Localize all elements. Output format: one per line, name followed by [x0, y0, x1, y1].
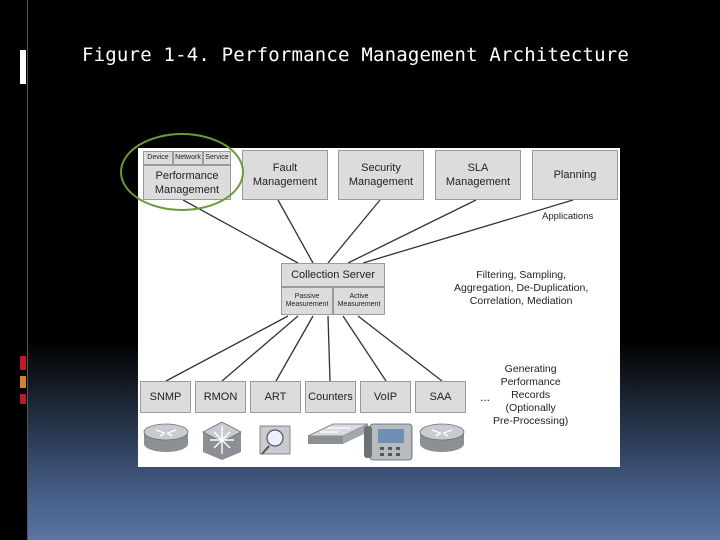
- applications-label: Applications: [542, 211, 594, 222]
- slide-title: Figure 1-4. Performance Management Archi…: [82, 44, 630, 66]
- accent-block-top: [20, 50, 26, 84]
- counters-box: Counters: [305, 381, 356, 413]
- accent-block-red-2: [20, 394, 26, 404]
- highlight-ellipse: [120, 133, 244, 211]
- generating-records-text: Generating Performance Records (Optional…: [493, 363, 569, 427]
- saa-box: SAA: [415, 381, 466, 413]
- fault-management-box: Fault Management: [242, 150, 328, 200]
- voip-box: VoIP: [360, 381, 411, 413]
- side-bar-edge: [27, 0, 28, 540]
- accent-block-orange: [20, 376, 26, 388]
- sla-management-box: SLA Management: [435, 150, 521, 200]
- router-icon: [419, 423, 465, 452]
- collection-server-box: Collection Server: [281, 263, 385, 287]
- router-icon: [143, 423, 189, 452]
- active-measurement-box: Active Measurement: [333, 287, 385, 315]
- planning-box: Planning: [532, 150, 618, 200]
- lan-switch-icon: [307, 423, 369, 444]
- left-side-bar: [0, 0, 28, 540]
- device-icons: [143, 421, 465, 461]
- architecture-figure: Device Network Service Performance Manag…: [138, 148, 620, 467]
- accent-block-red-1: [20, 356, 26, 370]
- snmp-box: SNMP: [140, 381, 191, 413]
- rmon-box: RMON: [195, 381, 246, 413]
- connector-lines: [165, 199, 574, 382]
- filtering-text: Filtering, Sampling, Aggregation, De-Dup…: [454, 269, 589, 307]
- probe-icon: [259, 425, 291, 455]
- ellipsis-text: ...: [480, 390, 491, 404]
- switch-icon: [202, 421, 242, 460]
- art-box: ART: [250, 381, 301, 413]
- passive-measurement-box: Passive Measurement: [281, 287, 333, 315]
- security-management-box: Security Management: [338, 150, 424, 200]
- ip-phone-icon: [364, 423, 413, 461]
